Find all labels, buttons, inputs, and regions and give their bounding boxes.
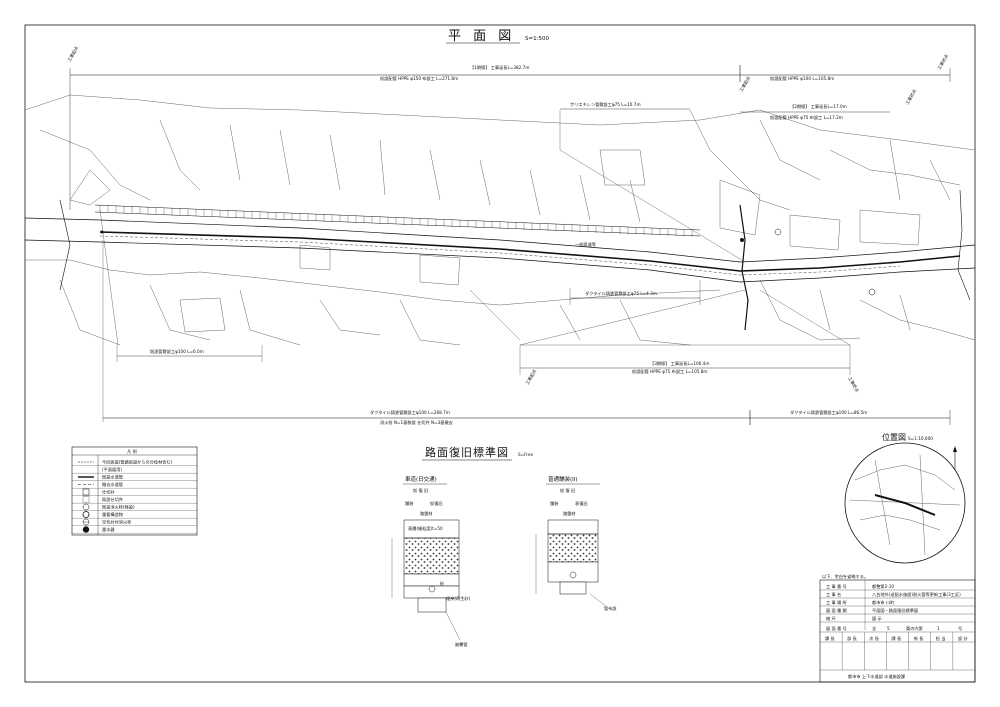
legend-row-label: 重要構造物: [102, 511, 123, 518]
titleblock-stamps: 課 長部 長次 長課 長係 長担 当設 計: [820, 632, 975, 671]
titleblock-value: 都市市 川町: [872, 599, 895, 606]
start-end-marks: 工事起点 工事起点 工事終点 工事終点 工事起点 工事終点: [66, 45, 950, 394]
restore-left-sub: 仮 復 旧: [413, 487, 428, 494]
start-mark-2: 工事終点: [936, 53, 950, 71]
start-mark-0: 工事起点: [66, 45, 80, 63]
titleblock-stamp-label: 係 長: [914, 635, 925, 642]
ductile-mid-callout: ダクタイル鋳鉄管敷設工φ75 L=4.3m: [569, 280, 701, 305]
start-mark-4: 工事起点: [524, 368, 538, 386]
restore-right-col-b: 表復旧: [575, 500, 588, 507]
legend-row-label: 今回仮設(管路仮設からの分岐材含む): [102, 459, 173, 466]
legend-row-label: 既設消火栓(移設): [102, 504, 135, 511]
titleblock-value: 八台地外(送配水施設)耐火管等更新工事(3工区): [872, 591, 961, 598]
titleblock-sheet-cell: 号: [958, 626, 962, 632]
bottom-hydrant-note: 消火栓 N=1基移設 仕切弁 N=3基撤去: [380, 419, 453, 426]
restore-scale: S=Free: [518, 452, 533, 457]
location-scale: S=1:10,000: [908, 436, 933, 441]
restore-left-col-a: 舗装: [405, 500, 414, 507]
restore-right-col-a: 舗装: [550, 500, 559, 507]
left-lower-label: 既設管敷設工φ100 L=6.0m: [150, 348, 204, 355]
plan-view: 平 面 図 S=1:500: [24, 29, 976, 426]
titleblock-stamp-label: 設 計: [958, 635, 968, 642]
restore-left-section: 車道(日交通) 仮 復 旧 舗装 仮復旧 路盤材 表層(細粒度)t=50 砂 埋…: [391, 475, 471, 648]
titleblock-key: 工 事 番 号: [826, 583, 847, 590]
restore-left-backfill: 埋戻(再生砂): [446, 595, 471, 602]
restore-right-top: 路盤材: [563, 510, 576, 517]
phase1-temp-pipe: 仮設配管 HPPE φ150 布設工 L=271.8m: [380, 75, 458, 82]
legend-row-label: 既設仕切弁: [102, 496, 123, 503]
phase3-callout: 【3期線】 工事延長L=106.4m 仮設配管 HPPE φ75 布設工 L=1…: [519, 289, 851, 375]
sheet-border: [24, 24, 976, 683]
titleblock-stamp-label: 部 長: [847, 635, 858, 642]
titleblock-key: 工 事 名: [826, 591, 841, 598]
phase3-temp-pipe: 仮設配管 HPPE φ75 布設工 L=105.8m: [632, 368, 707, 375]
phase2-length: 【2期線】 工事延長L=17.0m: [790, 103, 847, 110]
titleblock-note: 以下、余白を省略する。: [822, 573, 868, 580]
bottom-ductile-main: ダクタイル鋳鉄管敷設工φ100 L=268.7m: [370, 409, 450, 416]
titleblock-stamp-label: 課 長: [891, 635, 902, 642]
titleblock-stamp-label: 次 長: [869, 635, 880, 642]
legend: 凡 例 今回仮設(管路仮設からの分岐材含む)(平面図用)既設水道管撤去水道管仕切…: [71, 446, 198, 536]
restore-right-section: 普通舗装(II) 仮 復 旧 舗装 表復旧 路盤材 管布設: [535, 475, 617, 612]
legend-row-label: 量水器: [102, 526, 115, 533]
plan-title: 平 面 図: [448, 29, 515, 44]
legend-row-label: 撤去水道管: [102, 481, 123, 488]
bottom-ductile-right: ダクタイル鋳鉄管敷設工φ100 L=86.5m: [790, 409, 867, 416]
titleblock-rows: 工 事 番 号 都整第2-10 工 事 名 八台地外(送配水施設)耐火管等更新工事(3…: [820, 580, 975, 633]
titleblock-value: 都整第2-10: [872, 583, 894, 590]
legend-row-label: 既設水道管: [102, 474, 123, 481]
titleblock-sheet-cell: 全: [872, 625, 877, 631]
restore-left-sand: 砂: [440, 580, 444, 587]
kerb-hatch: [94, 204, 701, 237]
phase2-temp-pipe: 仮設配管 HPPE φ75 布設工 L=17.2m: [770, 114, 843, 121]
titleblock-office: 都市市 上下水道部 水道施設課: [848, 673, 906, 680]
top-dimension: 【1期線】 工事延長L=382.7m 仮設配管 HPPE φ150 布設工 L=…: [69, 64, 951, 210]
titleblock-value: 図 示: [872, 616, 882, 622]
restore-right-title: 普通舗装(II): [548, 475, 578, 483]
legend-row-label: 仕切弁: [102, 489, 115, 496]
bottom-dimension: ダクタイル鋳鉄管敷設工φ100 L=268.7m 消火栓 N=1基移設 仕切弁 …: [102, 240, 951, 426]
titleblock-sheet-cell: 図 面 番 号: [826, 625, 847, 632]
ductile-mid-label: ダクタイル鋳鉄管敷設工φ75 L=4.3m: [585, 290, 657, 297]
parcel-map: [24, 94, 976, 346]
restore-left-top: 路盤材: [420, 510, 433, 517]
restore-left-title: 車道(日交通): [405, 475, 437, 483]
legend-row-label: (平面図用): [102, 467, 122, 473]
titleblock-value: 平面図・路面復旧標準図: [872, 607, 918, 614]
phase1-length: 【1期線】 工事延長L=382.7m: [470, 64, 529, 71]
legend-row-label: 空気弁付消火栓: [102, 519, 132, 526]
restore-left-layer: 表層(細粒度)t=50: [408, 525, 443, 532]
road-name-label: 一般県道等: [575, 241, 596, 248]
restore-left-pipe: 被覆管: [455, 641, 468, 648]
restore-right-note: 管布設: [604, 605, 617, 612]
titleblock-stamp-label: 課 長: [825, 635, 836, 642]
location-circle: [844, 442, 966, 564]
title-block: 以下、余白を省略する。 工 事 番 号 都整第2-10 工 事 名 八台地外(送配水施…: [819, 573, 976, 683]
location-map: 位置図 S=1:10,000: [844, 432, 966, 564]
restore-right-sub: 仮 復 旧: [560, 487, 575, 494]
restoration-section: 路面復旧標準図 S=Free 車道(日交通) 仮 復 旧 舗装 仮復旧 路盤材 …: [391, 445, 617, 648]
plan-scale: S=1:500: [525, 36, 549, 42]
titleblock-stamp-label: 担 当: [936, 635, 946, 642]
location-title: 位置図: [882, 432, 906, 442]
valve-symbols: [100, 228, 876, 296]
main-road: [24, 189, 976, 331]
titleblock-sheet-cell: 1: [937, 626, 940, 631]
start-mark-5: 工事終点: [846, 376, 860, 394]
start-mark-3: 工事終点: [904, 88, 918, 106]
restore-title: 路面復旧標準図: [425, 445, 509, 459]
titleblock-key: 図 面 種 類: [826, 607, 848, 614]
right-temp-pipe: 仮設配管 HPPE φ100 L=105.8m: [770, 75, 834, 82]
titleblock-sheet-cell: 5: [887, 626, 890, 631]
restore-left-col-b: 仮復旧: [430, 500, 443, 507]
titleblock-key: 工 事 場 所: [826, 599, 847, 606]
legend-title: 凡 例: [127, 448, 137, 455]
titleblock-sheet-cell: 葉の内第: [906, 625, 923, 632]
phase2-callout: 【2期線】 工事延長L=17.0m 仮設配管 HPPE φ75 布設工 L=17…: [559, 101, 890, 263]
legend-rows: 今回仮設(管路仮設からの分岐材含む)(平面図用)既設水道管撤去水道管仕切弁既設仕…: [72, 459, 197, 534]
titleblock-key: 縮 尺: [826, 615, 836, 622]
poly-pipe-label: ポリエチレン管敷設工φ75 L=10.7m: [570, 101, 641, 108]
phase3-length: 【3期線】 工事延長L=106.4m: [650, 360, 709, 367]
